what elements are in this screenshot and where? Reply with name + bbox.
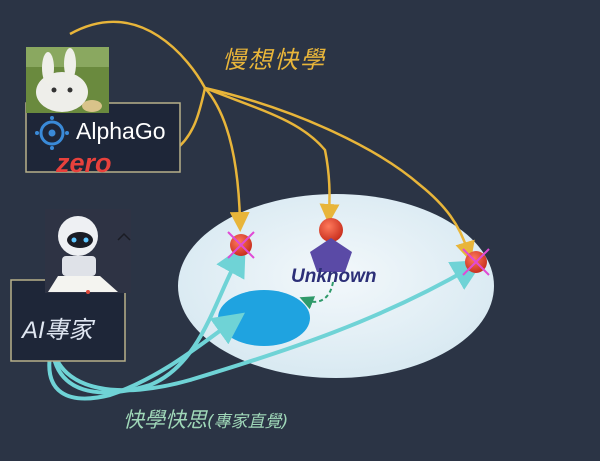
alphago-wordmark: AlphaGo (76, 118, 166, 144)
unknown-link (299, 281, 334, 310)
fast-learning-sub: (專家直覺) (207, 412, 289, 432)
ai-expert-card (10, 279, 126, 362)
known-region-blob (218, 290, 310, 346)
unknown-pentagon (310, 238, 352, 272)
ai-expert-label: AI專家 (22, 317, 93, 344)
fast-learning-arrows (47, 243, 484, 401)
slow-thinking-label: 慢想快學 (222, 46, 326, 74)
zero-wordmark: zero (56, 148, 112, 178)
fast-learning-label: 快學快思(專家直覺) (123, 404, 288, 434)
unknown-label: Unknown (291, 266, 377, 287)
alphago-logo-icon (35, 116, 69, 150)
cross-marks (227, 231, 490, 276)
rabbit-avatar-icon (26, 47, 109, 113)
target-middle (319, 218, 343, 242)
slow-thinking-arrows (69, 20, 475, 262)
robot-reader-icon (45, 209, 131, 294)
fast-learning-main: 快學快思 (123, 408, 207, 432)
alphago-card (25, 102, 181, 173)
